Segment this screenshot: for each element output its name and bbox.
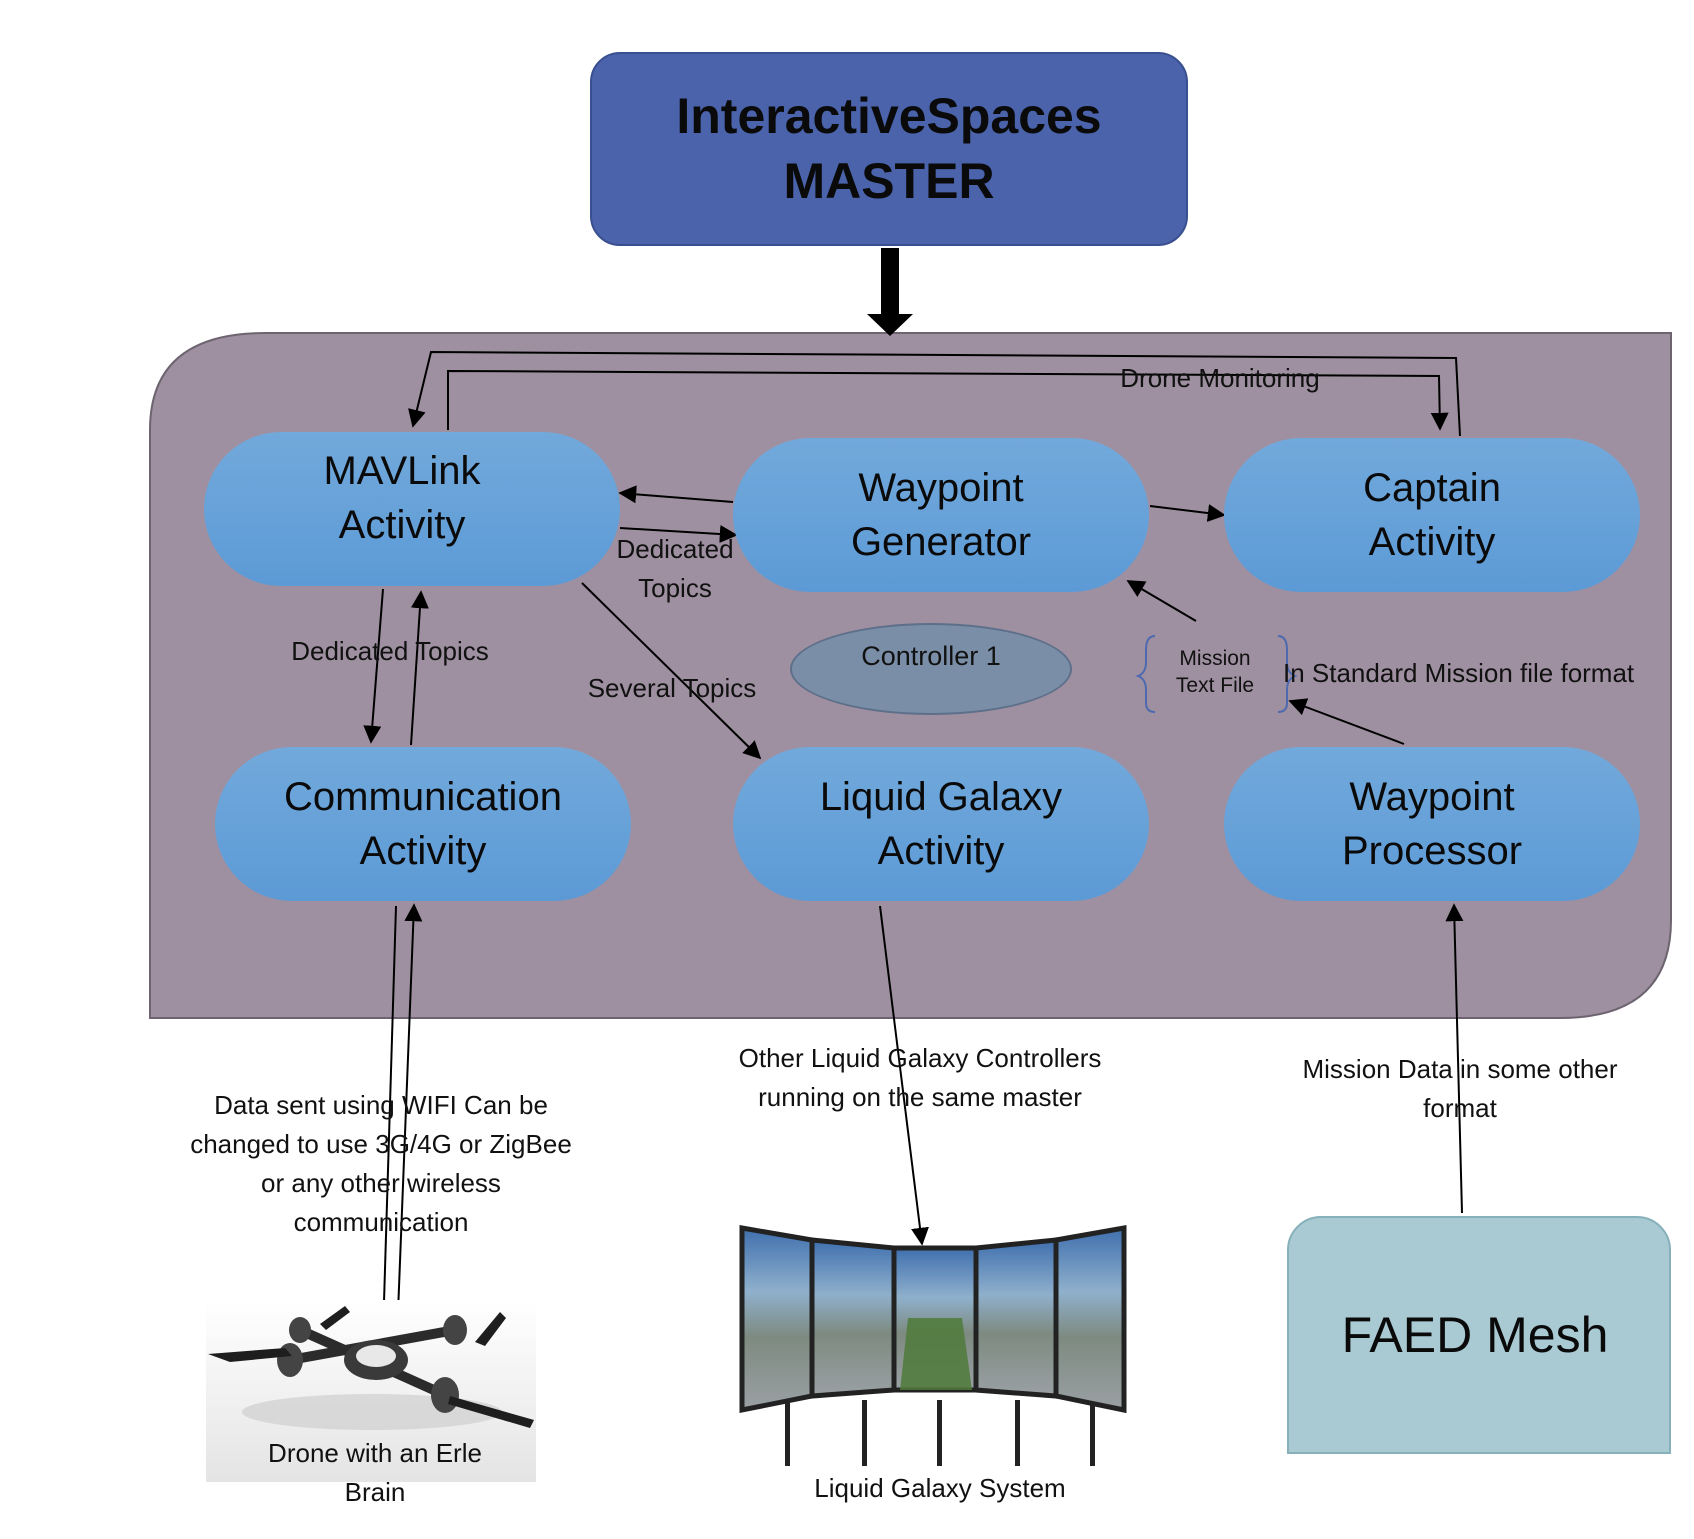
- communication-activity: Communication Activity: [215, 747, 631, 901]
- drone-label: Drone with an Erle Brain: [268, 1438, 482, 1507]
- master-line-2: MASTER: [783, 153, 995, 209]
- mavlink-to-waypoint-arrow: [619, 525, 738, 544]
- liquid-galaxy-activity: Liquid Galaxy Activity: [733, 747, 1149, 901]
- master-title: InteractiveSpaces MASTER: [676, 84, 1101, 214]
- mission-data-label: Mission Data in some other format: [1302, 1054, 1618, 1123]
- controller-1-label: Controller 1: [861, 641, 1001, 671]
- controller-1: Controller 1: [790, 623, 1072, 715]
- captain-activity: Captain Activity: [1224, 438, 1640, 592]
- mavlink-to-captain-arrow: [447, 369, 1449, 431]
- faed-to-processor-arrow: [1445, 903, 1464, 1214]
- captain-to-mavlink-arrow: [408, 350, 1461, 437]
- liquid-galaxy-to-system-arrow: [879, 905, 929, 1246]
- processor-to-mission-arrow: [1288, 698, 1405, 745]
- mission-text-file-label: Mission Text File: [1175, 647, 1255, 698]
- drone-monitoring-label: Drone Monitoring: [1120, 363, 1320, 393]
- mission-brace-right: [1277, 635, 1298, 713]
- data-sent-label: Data sent using WIFI Can be changed to u…: [190, 1090, 572, 1237]
- waypoint-to-mavlink-arrow: [618, 485, 734, 504]
- waypoint-generator-label: Waypoint Generator: [850, 466, 1032, 564]
- communication-to-drone-arrow: [374, 905, 397, 1337]
- faed-mesh: FAED Mesh: [1287, 1216, 1671, 1454]
- dedicated-topics-label-2: Dedicated Topics: [291, 636, 489, 666]
- liquid-galaxy-activity-label: Liquid Galaxy Activity: [819, 775, 1063, 873]
- liquid-galaxy-image: [739, 1225, 1127, 1466]
- waypoint-to-captain-arrow: [1149, 504, 1226, 522]
- master-to-container-arrow: [867, 248, 913, 336]
- waypoint-processor: Waypoint Processor: [1224, 747, 1640, 901]
- mission-brace-left: [1135, 635, 1156, 713]
- drone-image: [206, 1300, 536, 1482]
- mavlink-activity: MAVLink Activity: [204, 432, 620, 586]
- waypoint-generator: Waypoint Generator: [733, 438, 1149, 592]
- several-topics-label: Several Topics: [587, 673, 757, 703]
- waypoint-processor-label: Waypoint Processor: [1341, 775, 1523, 873]
- lg-system-label: Liquid Galaxy System: [814, 1473, 1066, 1503]
- mission-to-generator-arrow: [1126, 580, 1197, 622]
- standard-format-label: In Standard Mission file format: [1283, 658, 1635, 688]
- interactivespaces-master: InteractiveSpaces MASTER: [590, 52, 1188, 246]
- mavlink-to-communication-arrow: [363, 588, 384, 744]
- other-lg-controllers-label: Other Liquid Galaxy Controllers running …: [738, 1043, 1102, 1112]
- mavlink-activity-label: MAVLink Activity: [323, 449, 481, 547]
- faed-mesh-label: FAED Mesh: [1341, 1307, 1609, 1363]
- master-line-1: InteractiveSpaces: [676, 88, 1102, 144]
- communication-to-mavlink-arrow: [410, 590, 429, 746]
- mavlink-to-liquid-galaxy-arrow: [581, 582, 762, 760]
- communication-activity-label: Communication Activity: [284, 775, 562, 873]
- captain-activity-label: Captain Activity: [1363, 466, 1501, 564]
- dedicated-topics-label-1: Dedicated Topics: [616, 534, 734, 603]
- drone-to-communication-arrow: [396, 903, 423, 1339]
